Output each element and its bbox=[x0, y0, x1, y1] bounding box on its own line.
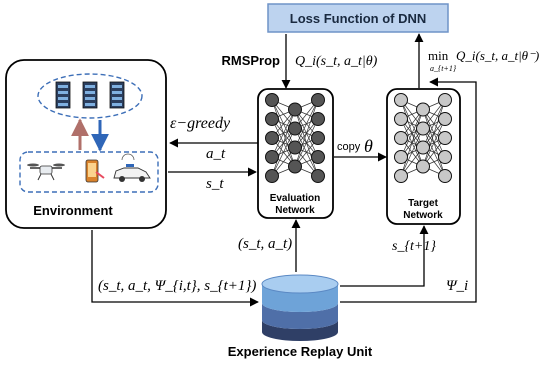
evaluation-network-edge bbox=[271, 109, 296, 158]
state-label: s_t bbox=[206, 176, 224, 192]
server-cluster-ellipse bbox=[37, 73, 143, 119]
target-network-node bbox=[416, 140, 430, 155]
target-network-edge bbox=[422, 118, 446, 167]
server-icon bbox=[82, 81, 98, 109]
target-network-edge bbox=[400, 109, 424, 177]
target-network-node bbox=[438, 93, 452, 107]
car-icon bbox=[113, 153, 151, 182]
loss-function-box: Loss Function of DNN bbox=[267, 3, 449, 33]
experience-replay-label: Experience Replay Unit bbox=[228, 344, 373, 359]
evaluation-network-edge bbox=[271, 128, 296, 177]
target-network-node bbox=[438, 112, 452, 126]
evaluation-network-node bbox=[265, 150, 279, 164]
evaluation-network-node bbox=[311, 150, 325, 164]
target-network-node bbox=[394, 93, 408, 107]
evaluation-network-node bbox=[265, 93, 279, 107]
evaluation-network-edge bbox=[294, 118, 319, 167]
server-icon bbox=[55, 81, 71, 109]
transition-tuple-label: (s_t, a_t, Ψ_{i,t}, s_{t+1}) bbox=[98, 278, 256, 294]
target-network: Target Network bbox=[386, 88, 461, 225]
q-target-min: min bbox=[428, 48, 449, 63]
evaluation-network-edge bbox=[294, 99, 319, 167]
loss-function-label: Loss Function of DNN bbox=[290, 11, 427, 26]
evaluation-network-node bbox=[311, 112, 325, 126]
target-network-edge bbox=[400, 128, 424, 177]
target-network-line2: Network bbox=[403, 210, 443, 221]
target-network-node bbox=[438, 131, 452, 145]
evaluation-network-node bbox=[311, 169, 325, 183]
evaluation-network-edge bbox=[294, 99, 319, 148]
q-target-expr: Q_i(s_t, a_t|θ⁻) bbox=[456, 48, 539, 63]
target-network-node bbox=[394, 150, 408, 164]
environment-label: Environment bbox=[33, 203, 113, 218]
target-network-line1: Target bbox=[408, 198, 438, 209]
evaluation-network-node bbox=[265, 131, 279, 145]
server-icon bbox=[109, 81, 125, 109]
q-eval-label: Q_i(s_t, a_t|θ) bbox=[295, 54, 378, 69]
target-network-node bbox=[394, 112, 408, 126]
evaluation-network-node bbox=[265, 169, 279, 183]
q-target-label: min a_{t+1} Q_i(s_t, a_t|θ⁻) bbox=[428, 48, 539, 73]
evaluation-network-node bbox=[288, 140, 302, 155]
target-network-node bbox=[438, 169, 452, 183]
target-network-node bbox=[416, 121, 430, 136]
reward-to-loss-arrow bbox=[340, 77, 477, 303]
target-network-edge bbox=[422, 99, 446, 148]
experience-replay-cylinder bbox=[261, 274, 339, 341]
target-network-node bbox=[394, 169, 408, 183]
evaluation-network-node bbox=[288, 159, 302, 174]
devices-dashed-box bbox=[19, 151, 159, 193]
target-network-node bbox=[416, 102, 430, 117]
q-target-subscript: a_{t+1} bbox=[430, 64, 457, 73]
evaluation-network-graph bbox=[265, 93, 325, 183]
environment-box: Environment bbox=[5, 59, 167, 229]
next-state-label: s_{t+1} bbox=[392, 239, 436, 254]
evaluation-network: Evaluation Network bbox=[257, 88, 334, 219]
evaluation-network-node bbox=[288, 102, 302, 117]
evaluation-network-line2: Network bbox=[275, 205, 315, 216]
target-network-graph bbox=[394, 93, 452, 183]
drone-icon bbox=[27, 163, 65, 181]
replay-to-target-arrow bbox=[340, 225, 429, 287]
evaluation-network-node bbox=[311, 131, 325, 145]
evaluation-network-line1: Evaluation bbox=[270, 193, 321, 204]
target-network-edge bbox=[422, 99, 446, 167]
evaluation-network-node bbox=[311, 93, 325, 107]
epsilon-greedy-label: ε−greedy bbox=[170, 115, 231, 132]
rmsprop-label: RMSProp bbox=[222, 53, 281, 68]
evaluation-network-edge bbox=[271, 109, 296, 177]
copy-label: copy bbox=[337, 141, 361, 153]
target-network-edge bbox=[400, 109, 424, 158]
action-label: a_t bbox=[206, 146, 226, 162]
state-action-label: (s_t, a_t) bbox=[238, 236, 292, 252]
target-network-node bbox=[394, 131, 408, 145]
evaluation-network-node bbox=[265, 112, 279, 126]
environment-to-replay-arrow bbox=[91, 230, 259, 307]
evaluation-network-node bbox=[288, 121, 302, 136]
phone-icon bbox=[85, 159, 105, 183]
target-network-node bbox=[438, 150, 452, 164]
copy-theta: θ bbox=[364, 136, 373, 156]
target-network-node bbox=[416, 159, 430, 174]
reward-label: Ψ_i bbox=[446, 278, 468, 294]
